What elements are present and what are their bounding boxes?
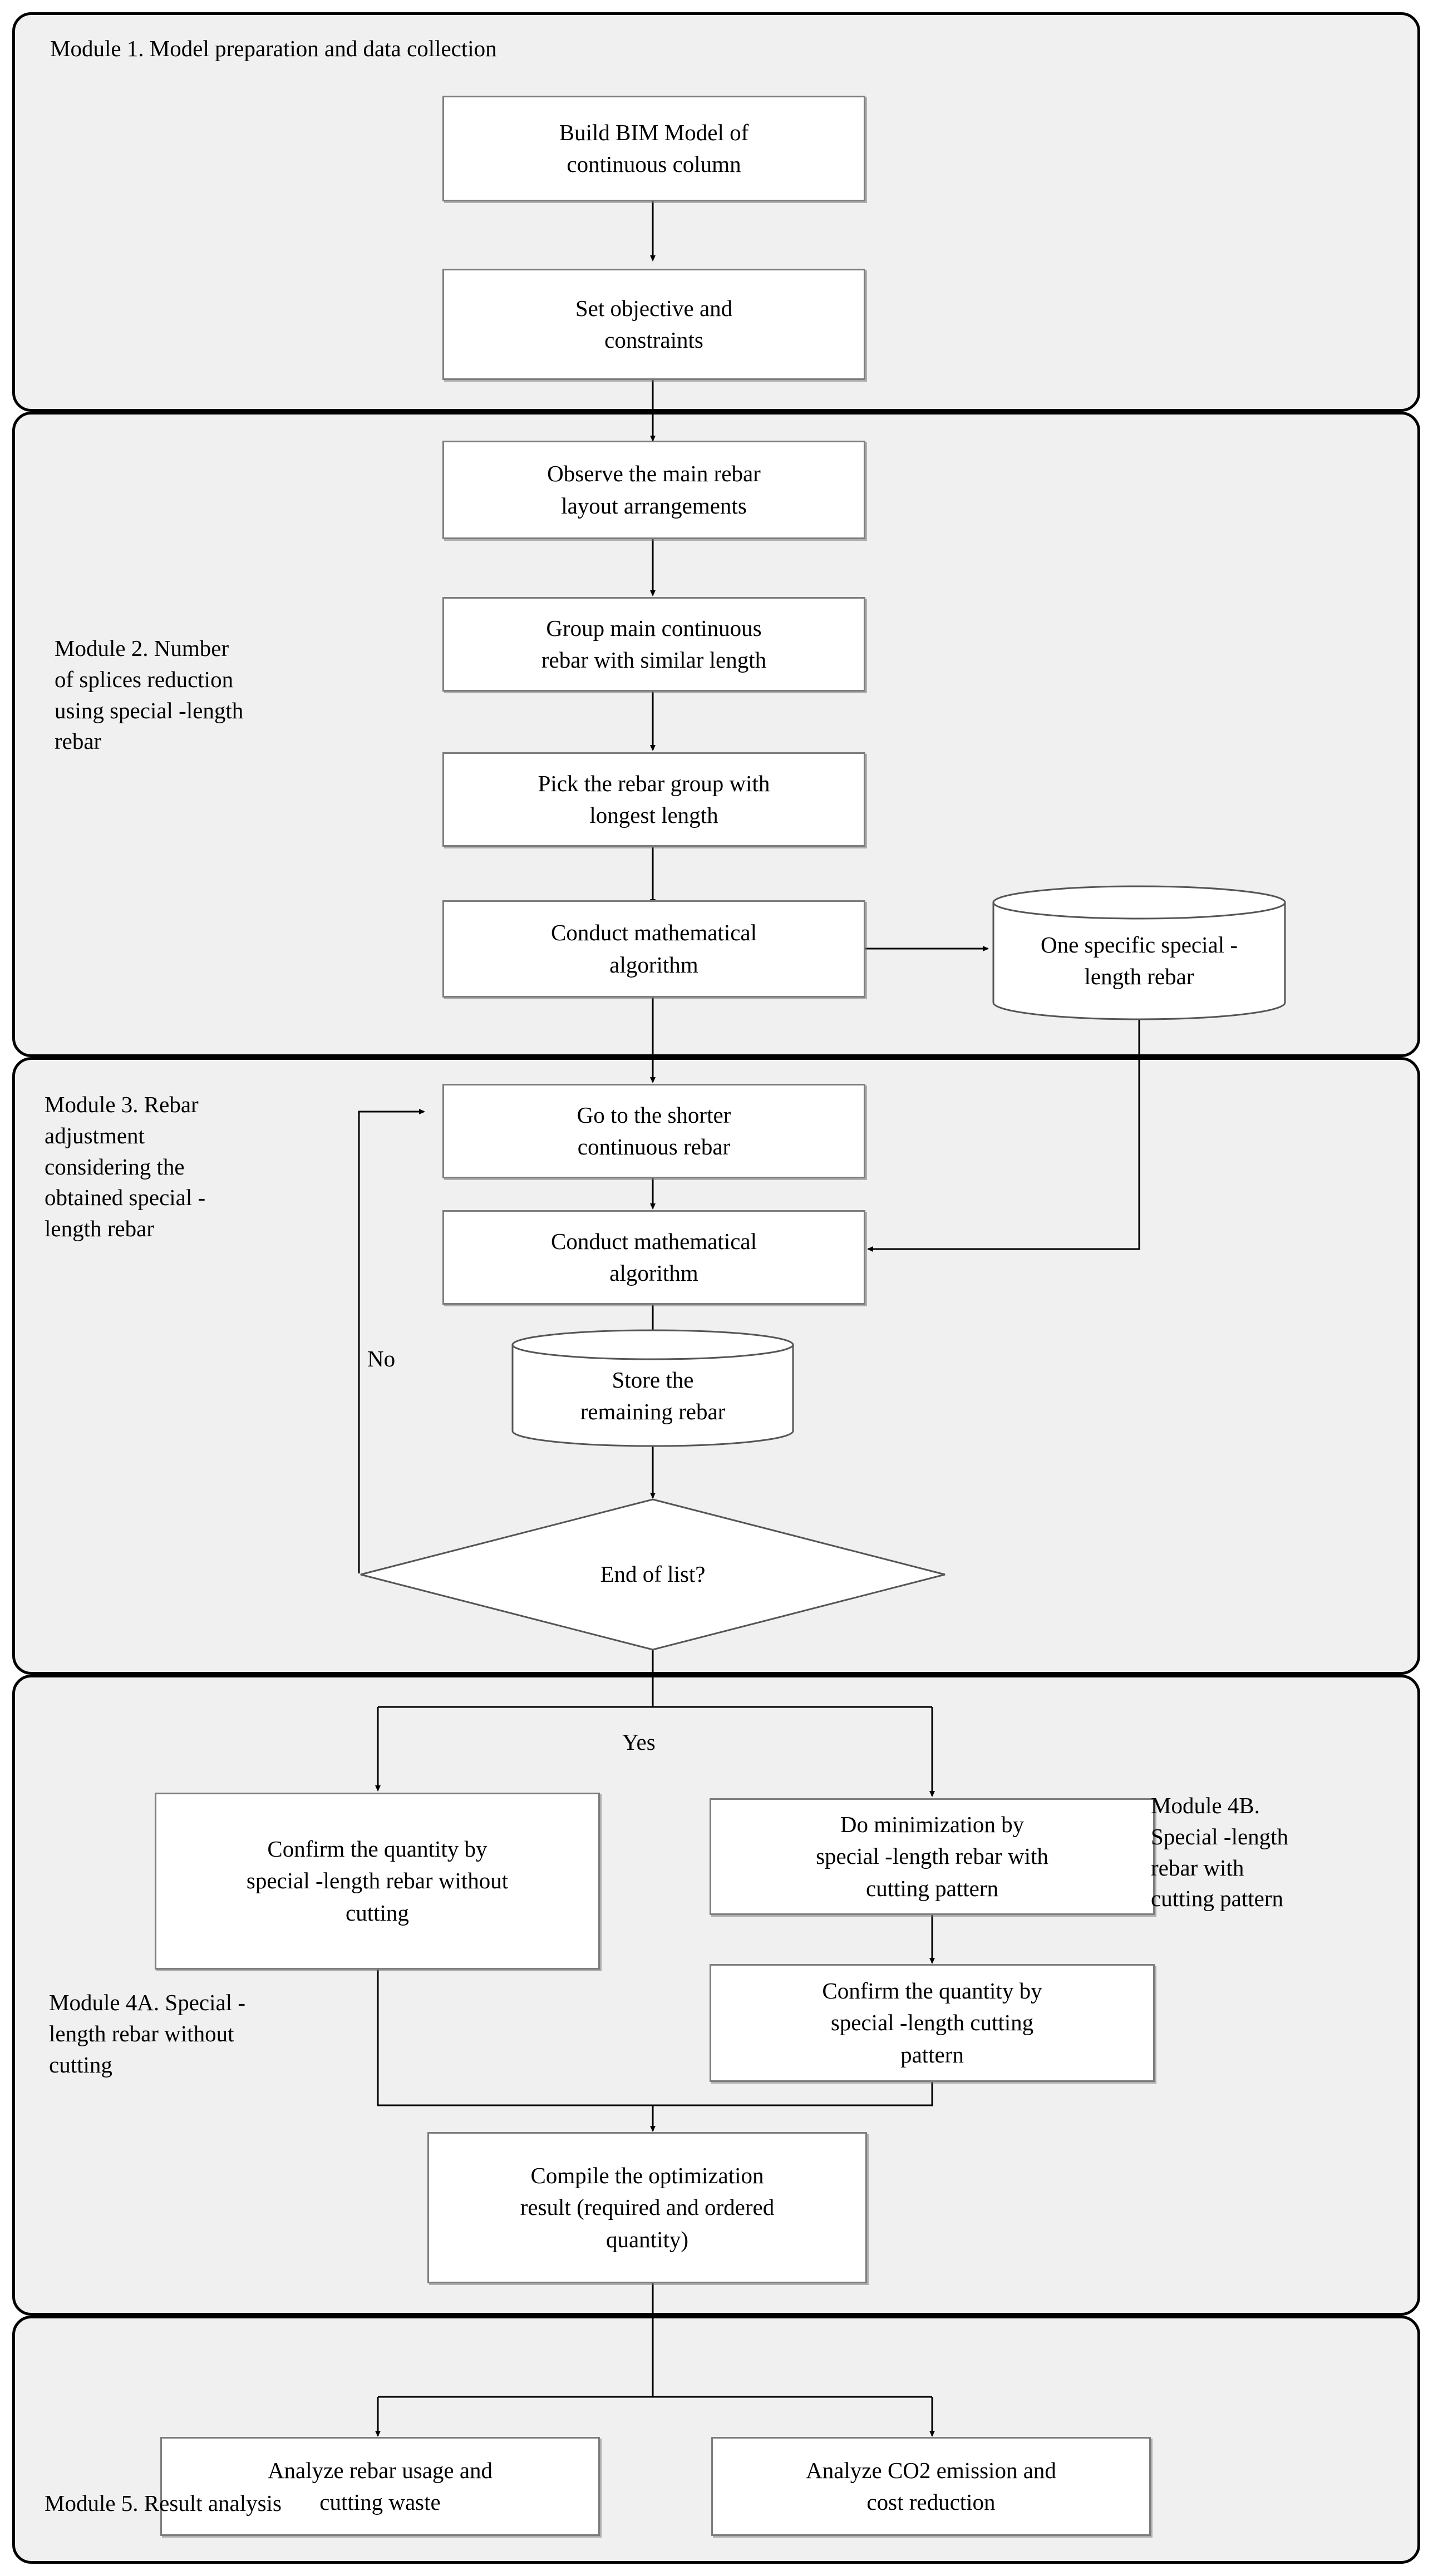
node-pick-longest-rebar-group[interactable]: Pick the rebar group with longest length [442,752,865,847]
module-4a-label: Module 4A. Special - length rebar withou… [49,1990,245,2077]
node-observe-rebar-layout[interactable]: Observe the main rebar layout arrangemen… [442,441,865,539]
node-confirm-quantity-without-cutting-text: Confirm the quantity by special -length … [246,1835,509,1926]
node-conduct-math-algorithm-m3[interactable]: Conduct mathematical algorithm [442,1210,865,1305]
node-analyze-co2-emission-text: Analyze CO2 emission and cost reduction [806,2457,1056,2515]
node-confirm-quantity-cutting-pattern[interactable]: Confirm the quantity by special -length … [710,1964,1155,2082]
node-pick-longest-rebar-group-text: Pick the rebar group with longest length [538,770,770,828]
edge-label-yes: Yes [622,1729,656,1755]
module-5-label: Module 5. Result analysis [45,2490,282,2516]
node-group-continuous-rebar-text: Group main continuous rebar with similar… [541,615,767,673]
node-one-specific-special-length-rebar-text: One specific special - length rebar [1040,932,1238,990]
node-conduct-math-algorithm-m2[interactable]: Conduct mathematical algorithm [442,900,865,998]
node-end-of-list-decision[interactable]: End of list? [359,1498,947,1651]
node-go-to-shorter-rebar[interactable]: Go to the shorter continuous rebar [442,1084,865,1178]
node-analyze-rebar-usage-text: Analyze rebar usage and cutting waste [267,2457,493,2515]
node-analyze-co2-emission[interactable]: Analyze CO2 emission and cost reduction [711,2437,1151,2536]
node-store-remaining-rebar[interactable]: Store the remaining rebar [511,1329,795,1448]
node-group-continuous-rebar[interactable]: Group main continuous rebar with similar… [442,597,865,692]
node-observe-rebar-layout-text: Observe the main rebar layout arrangemen… [547,461,761,519]
node-set-objective-constraints[interactable]: Set objective and constraints [442,269,865,380]
node-compile-optimization-result[interactable]: Compile the optimization result (require… [427,2132,867,2283]
node-build-bim-model[interactable]: Build BIM Model of continuous column [442,96,865,201]
node-store-remaining-rebar-text: Store the remaining rebar [580,1367,726,1425]
edge-label-no: No [367,1346,396,1371]
node-confirm-quantity-cutting-pattern-text: Confirm the quantity by special -length … [822,1977,1042,2067]
node-one-specific-special-length-rebar[interactable]: One specific special - length rebar [992,885,1287,1020]
node-end-of-list-decision-text: End of list? [600,1561,706,1587]
node-do-minimization-cutting-pattern-text: Do minimization by special -length rebar… [816,1811,1048,1901]
module-4b-label: Module 4B. Special -length rebar with cu… [1151,1793,1289,1912]
node-do-minimization-cutting-pattern[interactable]: Do minimization by special -length rebar… [710,1798,1155,1915]
node-confirm-quantity-without-cutting[interactable]: Confirm the quantity by special -length … [155,1793,600,1970]
node-analyze-rebar-usage[interactable]: Analyze rebar usage and cutting waste [160,2437,600,2536]
module-3-label: Module 3. Rebar adjustment considering t… [45,1092,206,1241]
node-conduct-math-algorithm-m2-text: Conduct mathematical algorithm [550,920,757,978]
node-go-to-shorter-rebar-text: Go to the shorter continuous rebar [577,1102,731,1159]
node-set-objective-constraints-text: Set objective and constraints [575,295,733,353]
module-1-label: Module 1. Model preparation and data col… [50,36,497,61]
node-build-bim-model-text: Build BIM Model of continuous column [559,119,749,177]
node-conduct-math-algorithm-m3-text: Conduct mathematical algorithm [550,1228,757,1286]
module-2-label: Module 2. Number of splices reduction us… [55,635,244,754]
node-compile-optimization-result-text: Compile the optimization result (require… [520,2162,775,2252]
